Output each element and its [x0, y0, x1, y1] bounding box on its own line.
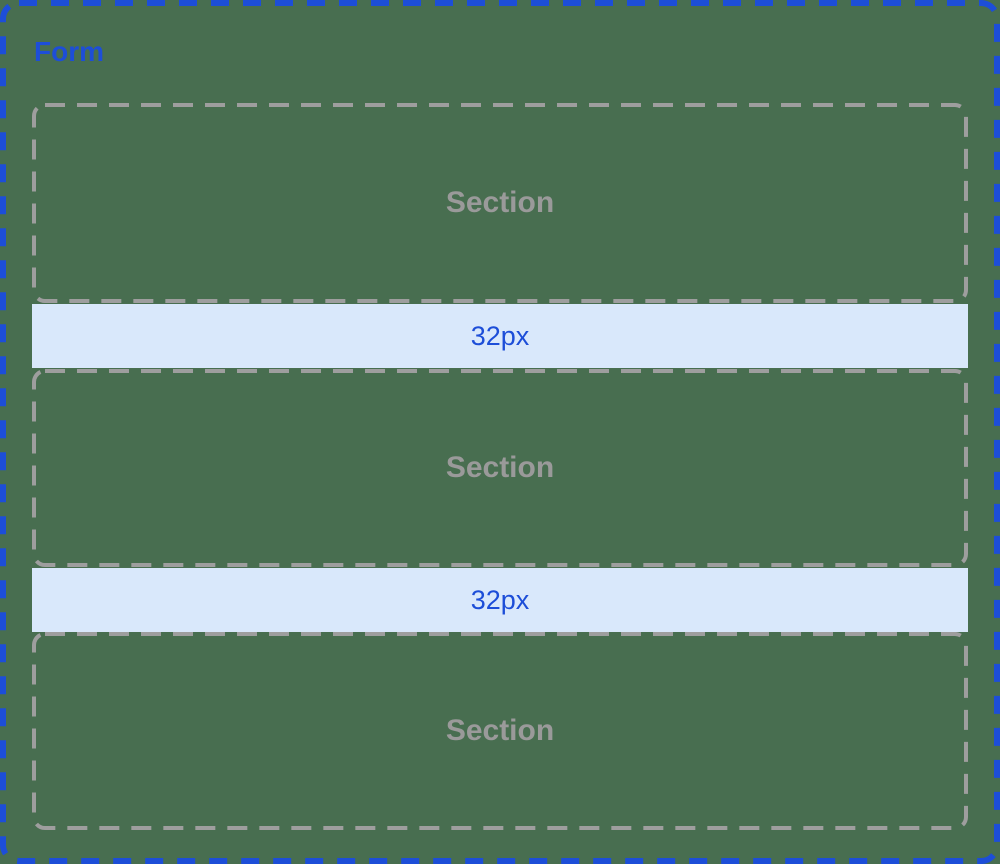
section-label: Section: [445, 186, 555, 219]
section-box-1: Section: [32, 103, 968, 303]
spacer-label: 32px: [470, 584, 530, 615]
section-label: Section: [445, 451, 555, 484]
section-label: Section: [445, 714, 555, 747]
section-box-2: Section: [32, 369, 968, 567]
spacer-32px-1: 32px: [32, 304, 968, 368]
form-label: Form: [34, 36, 104, 67]
section-box-3: Section: [32, 632, 968, 830]
spacer-32px-2: 32px: [32, 568, 968, 632]
spacer-label: 32px: [470, 320, 530, 351]
